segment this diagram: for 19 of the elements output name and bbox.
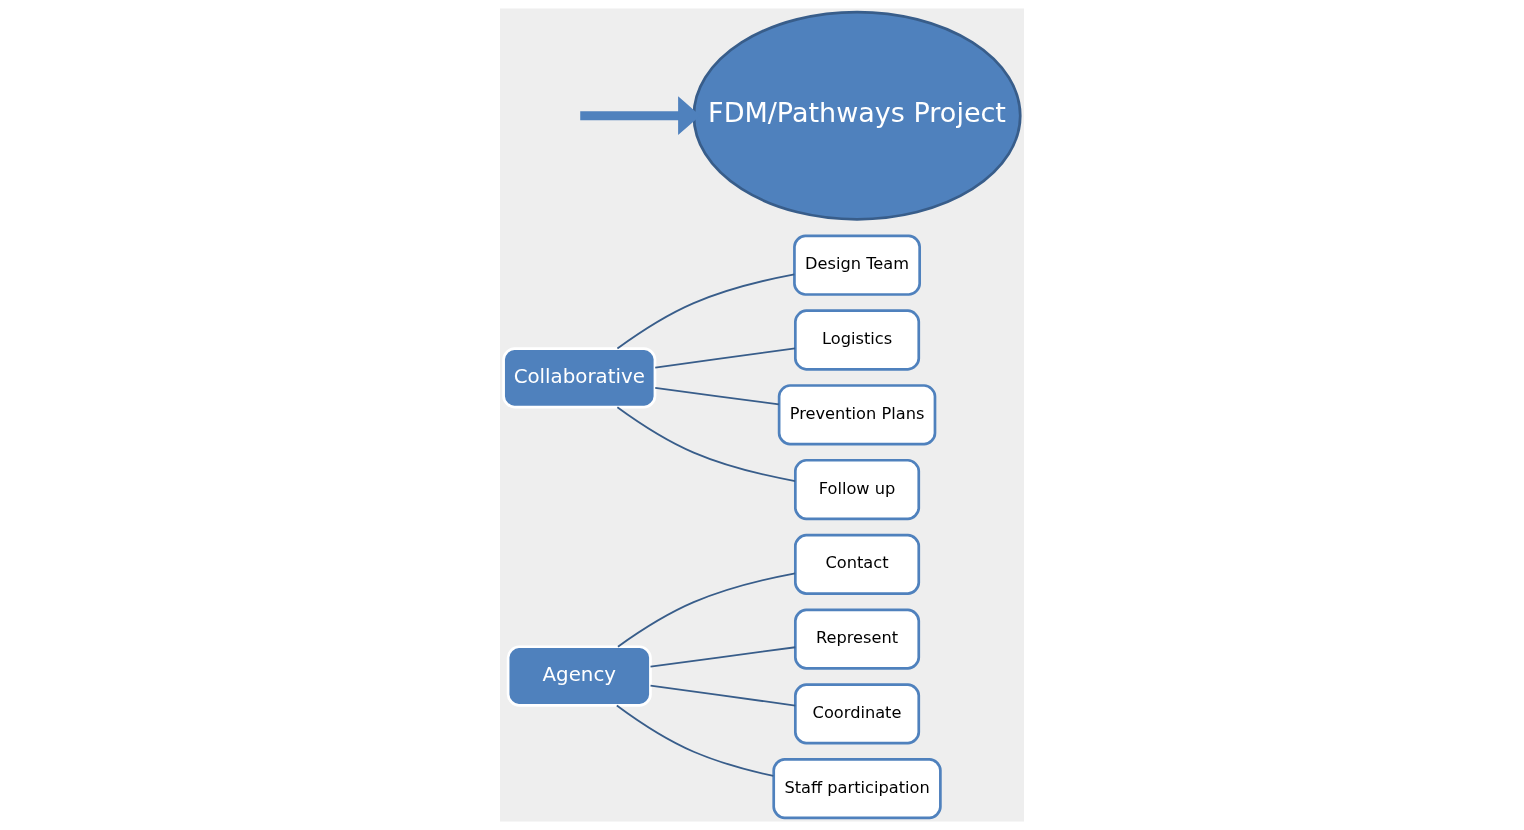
node-box: Logistics [794,309,921,371]
node-box: Prevention Plans [777,384,937,446]
connector [616,406,796,482]
connector [649,646,797,668]
node-box: Agency [506,645,652,707]
connector [617,572,797,648]
node-ellipse: FDM/Pathways Project [692,10,1022,221]
connector [649,684,797,707]
connector [616,273,796,350]
node-box: Staff participation [772,758,942,820]
connector [654,387,780,406]
node-box: Contact [794,533,921,595]
node-box: Collaborative [502,347,657,409]
node-box: Follow up [794,458,921,521]
connector [654,347,796,369]
node-box: Coordinate [794,683,921,745]
connector [615,704,775,777]
node-box: Design Team [793,234,921,296]
node-box: Represent [794,608,921,670]
